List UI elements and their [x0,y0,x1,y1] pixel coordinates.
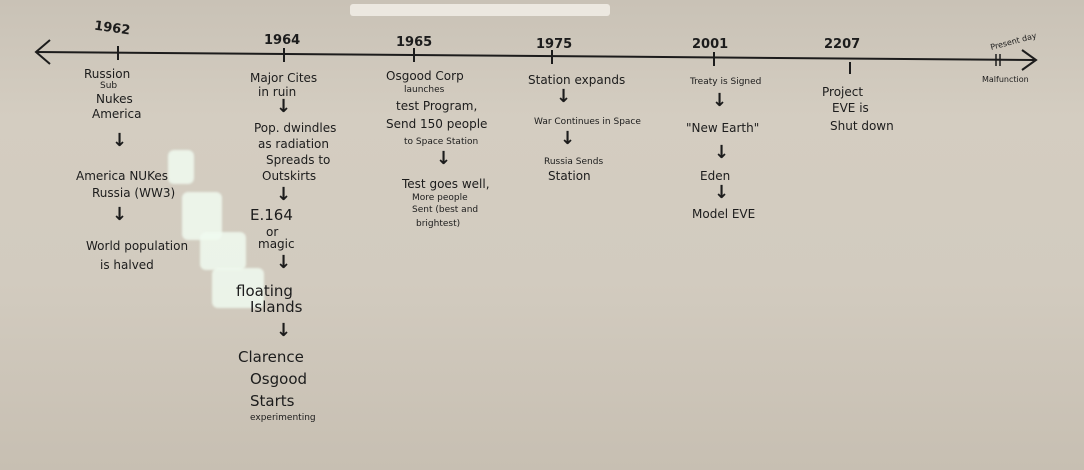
arrow-down-icon: ↓ [276,320,292,341]
year-2207: 2207 [824,37,861,52]
arrow-down-icon: ↓ [560,128,576,149]
year-1965: 1965 [396,35,433,50]
glare-patch [200,232,246,270]
note-1965-line: launches [404,85,445,95]
note-1962-line: Russion [84,67,131,81]
note-1964-line: magic [258,237,295,251]
arrow-down-icon: ↓ [712,90,728,111]
glare-patch [212,268,264,308]
note-1964-line: Pop. dwindles [254,121,337,135]
note-1975-line: Station expands [528,73,626,87]
note-2207-line: Project [822,85,864,99]
year-1964: 1964 [264,33,301,48]
note-1964-line: Osgood [250,370,308,388]
note-1964-line: experimenting [250,413,316,423]
note-1965-line: Send 150 people [386,117,488,131]
note-1965-line: More people [412,193,468,203]
timeline-left-arrowhead [34,39,51,65]
note-1965-line: brightest) [416,219,461,229]
note-1964-line: as radiation [258,137,329,151]
note-1965-line: to Space Station [404,137,479,147]
note-2001-line: Eden [700,169,731,183]
note-2001-line: Model EVE [692,207,756,221]
note-2207-line: EVE is [832,101,869,115]
note-1962-line: Nukes [96,92,133,106]
note-2207-line: Shut down [830,119,894,133]
note-1964-line: Major Cites [250,71,318,85]
timeline-right-arrowhead [1021,49,1038,71]
note-1965-line: test Program, [396,99,478,113]
note-1964-line: Spreads to [266,153,331,167]
arrow-down-icon: ↓ [556,86,572,107]
malfunction-label: Malfunction [982,75,1029,84]
note-1962-line: Sub [100,81,118,91]
arrow-down-icon: ↓ [112,204,128,225]
note-1962-line: America NUKes [76,169,168,183]
arrow-down-icon: ↓ [276,252,292,273]
note-1975-line: Station [548,169,591,183]
note-1962-line: World population [86,239,189,253]
timeline-line [35,51,1035,61]
ceiling-light-reflection [350,4,610,16]
note-1975-line: War Continues in Space [534,117,641,127]
note-1962-line: America [92,107,142,121]
arrow-down-icon: ↓ [112,130,128,151]
note-2001-line: "New Earth" [686,121,760,135]
year-2001: 2001 [692,37,729,52]
note-1965-line: Osgood Corp [386,69,464,83]
year-1975: 1975 [536,37,573,52]
note-1962-line: Russia (WW3) [92,186,176,200]
note-1964-line: E.164 [250,206,293,224]
arrow-down-icon: ↓ [276,96,292,117]
arrow-down-icon: ↓ [436,148,452,169]
arrow-down-icon: ↓ [714,142,730,163]
note-1965-line: Sent (best and [412,205,479,215]
note-1964-line: Clarence [238,348,304,366]
note-1965-line: Test goes well, [402,177,490,191]
note-1964-line: Outskirts [262,169,317,183]
glare-patch [168,150,194,184]
note-1964-line: Starts [250,392,295,410]
note-1962-line: is halved [100,258,154,272]
note-1964-line: floating [236,282,293,300]
note-1964-line: or [266,225,279,239]
note-1964-line: Islands [250,298,303,316]
note-1964-line: in ruin [258,85,297,99]
arrow-down-icon: ↓ [276,184,292,205]
note-1975-line: Russia Sends [544,157,604,167]
arrow-down-icon: ↓ [714,182,730,203]
note-2001-line: Treaty is Signed [690,77,762,87]
